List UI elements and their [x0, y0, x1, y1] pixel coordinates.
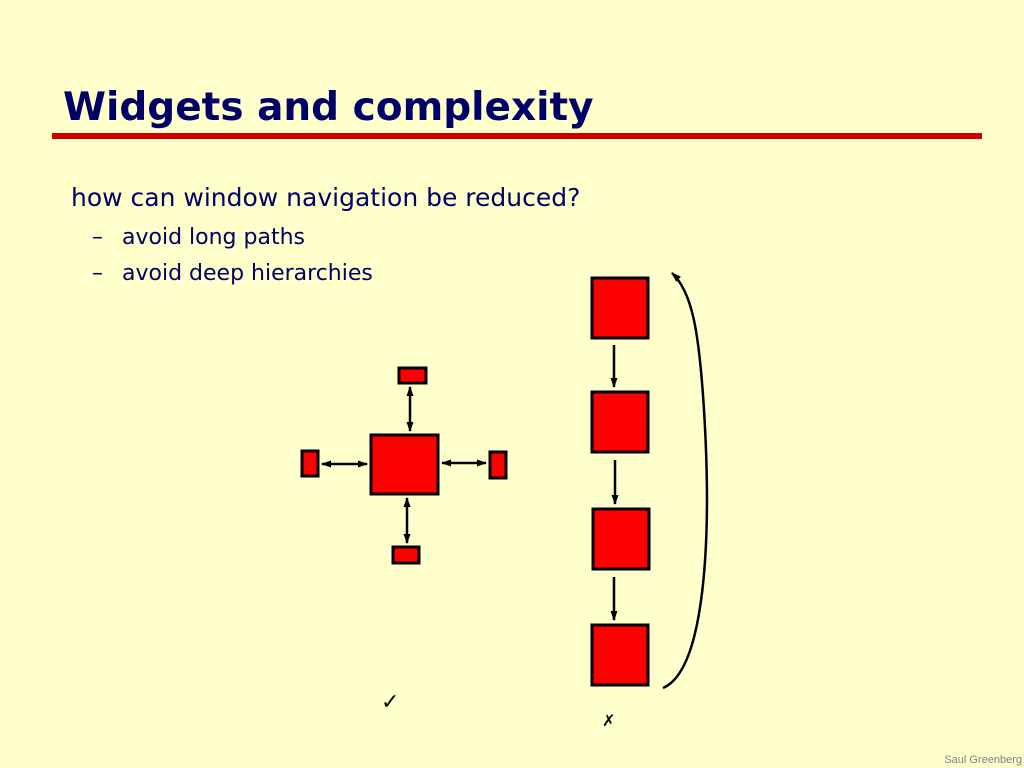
bullet-dash: – [92, 225, 103, 250]
main-point: how can window navigation be reduced? [71, 183, 581, 212]
chain-window-1 [590, 276, 650, 340]
good-check-icon: ✓ [381, 690, 400, 715]
chain-window-2 [590, 390, 650, 454]
spoke-window-right [488, 450, 508, 480]
author-credit: Saul Greenberg [944, 754, 1022, 766]
spoke-window-left [300, 449, 320, 478]
sub-point-long-paths: – avoid long paths [92, 220, 373, 256]
slide-title: Widgets and complexity [63, 85, 594, 130]
sub-point-deep-hierarchies: – avoid deep hierarchies [92, 256, 373, 292]
title-underline [52, 133, 982, 139]
spoke-window-bottom [391, 545, 421, 565]
arrow-chain-return [662, 272, 709, 690]
bullet-dash: – [92, 261, 103, 286]
sub-point-list: – avoid long paths – avoid deep hierarch… [92, 220, 373, 292]
bad-cross-icon: ✗ [602, 711, 616, 730]
hub-diagram [300, 366, 508, 565]
sub-point-text: avoid long paths [122, 225, 305, 250]
hub-window [369, 433, 440, 496]
chain-window-4 [590, 623, 650, 687]
sub-point-text: avoid deep hierarchies [122, 261, 373, 286]
chain-window-3 [591, 507, 651, 571]
spoke-window-top [397, 366, 428, 385]
chain-diagram [590, 272, 709, 690]
